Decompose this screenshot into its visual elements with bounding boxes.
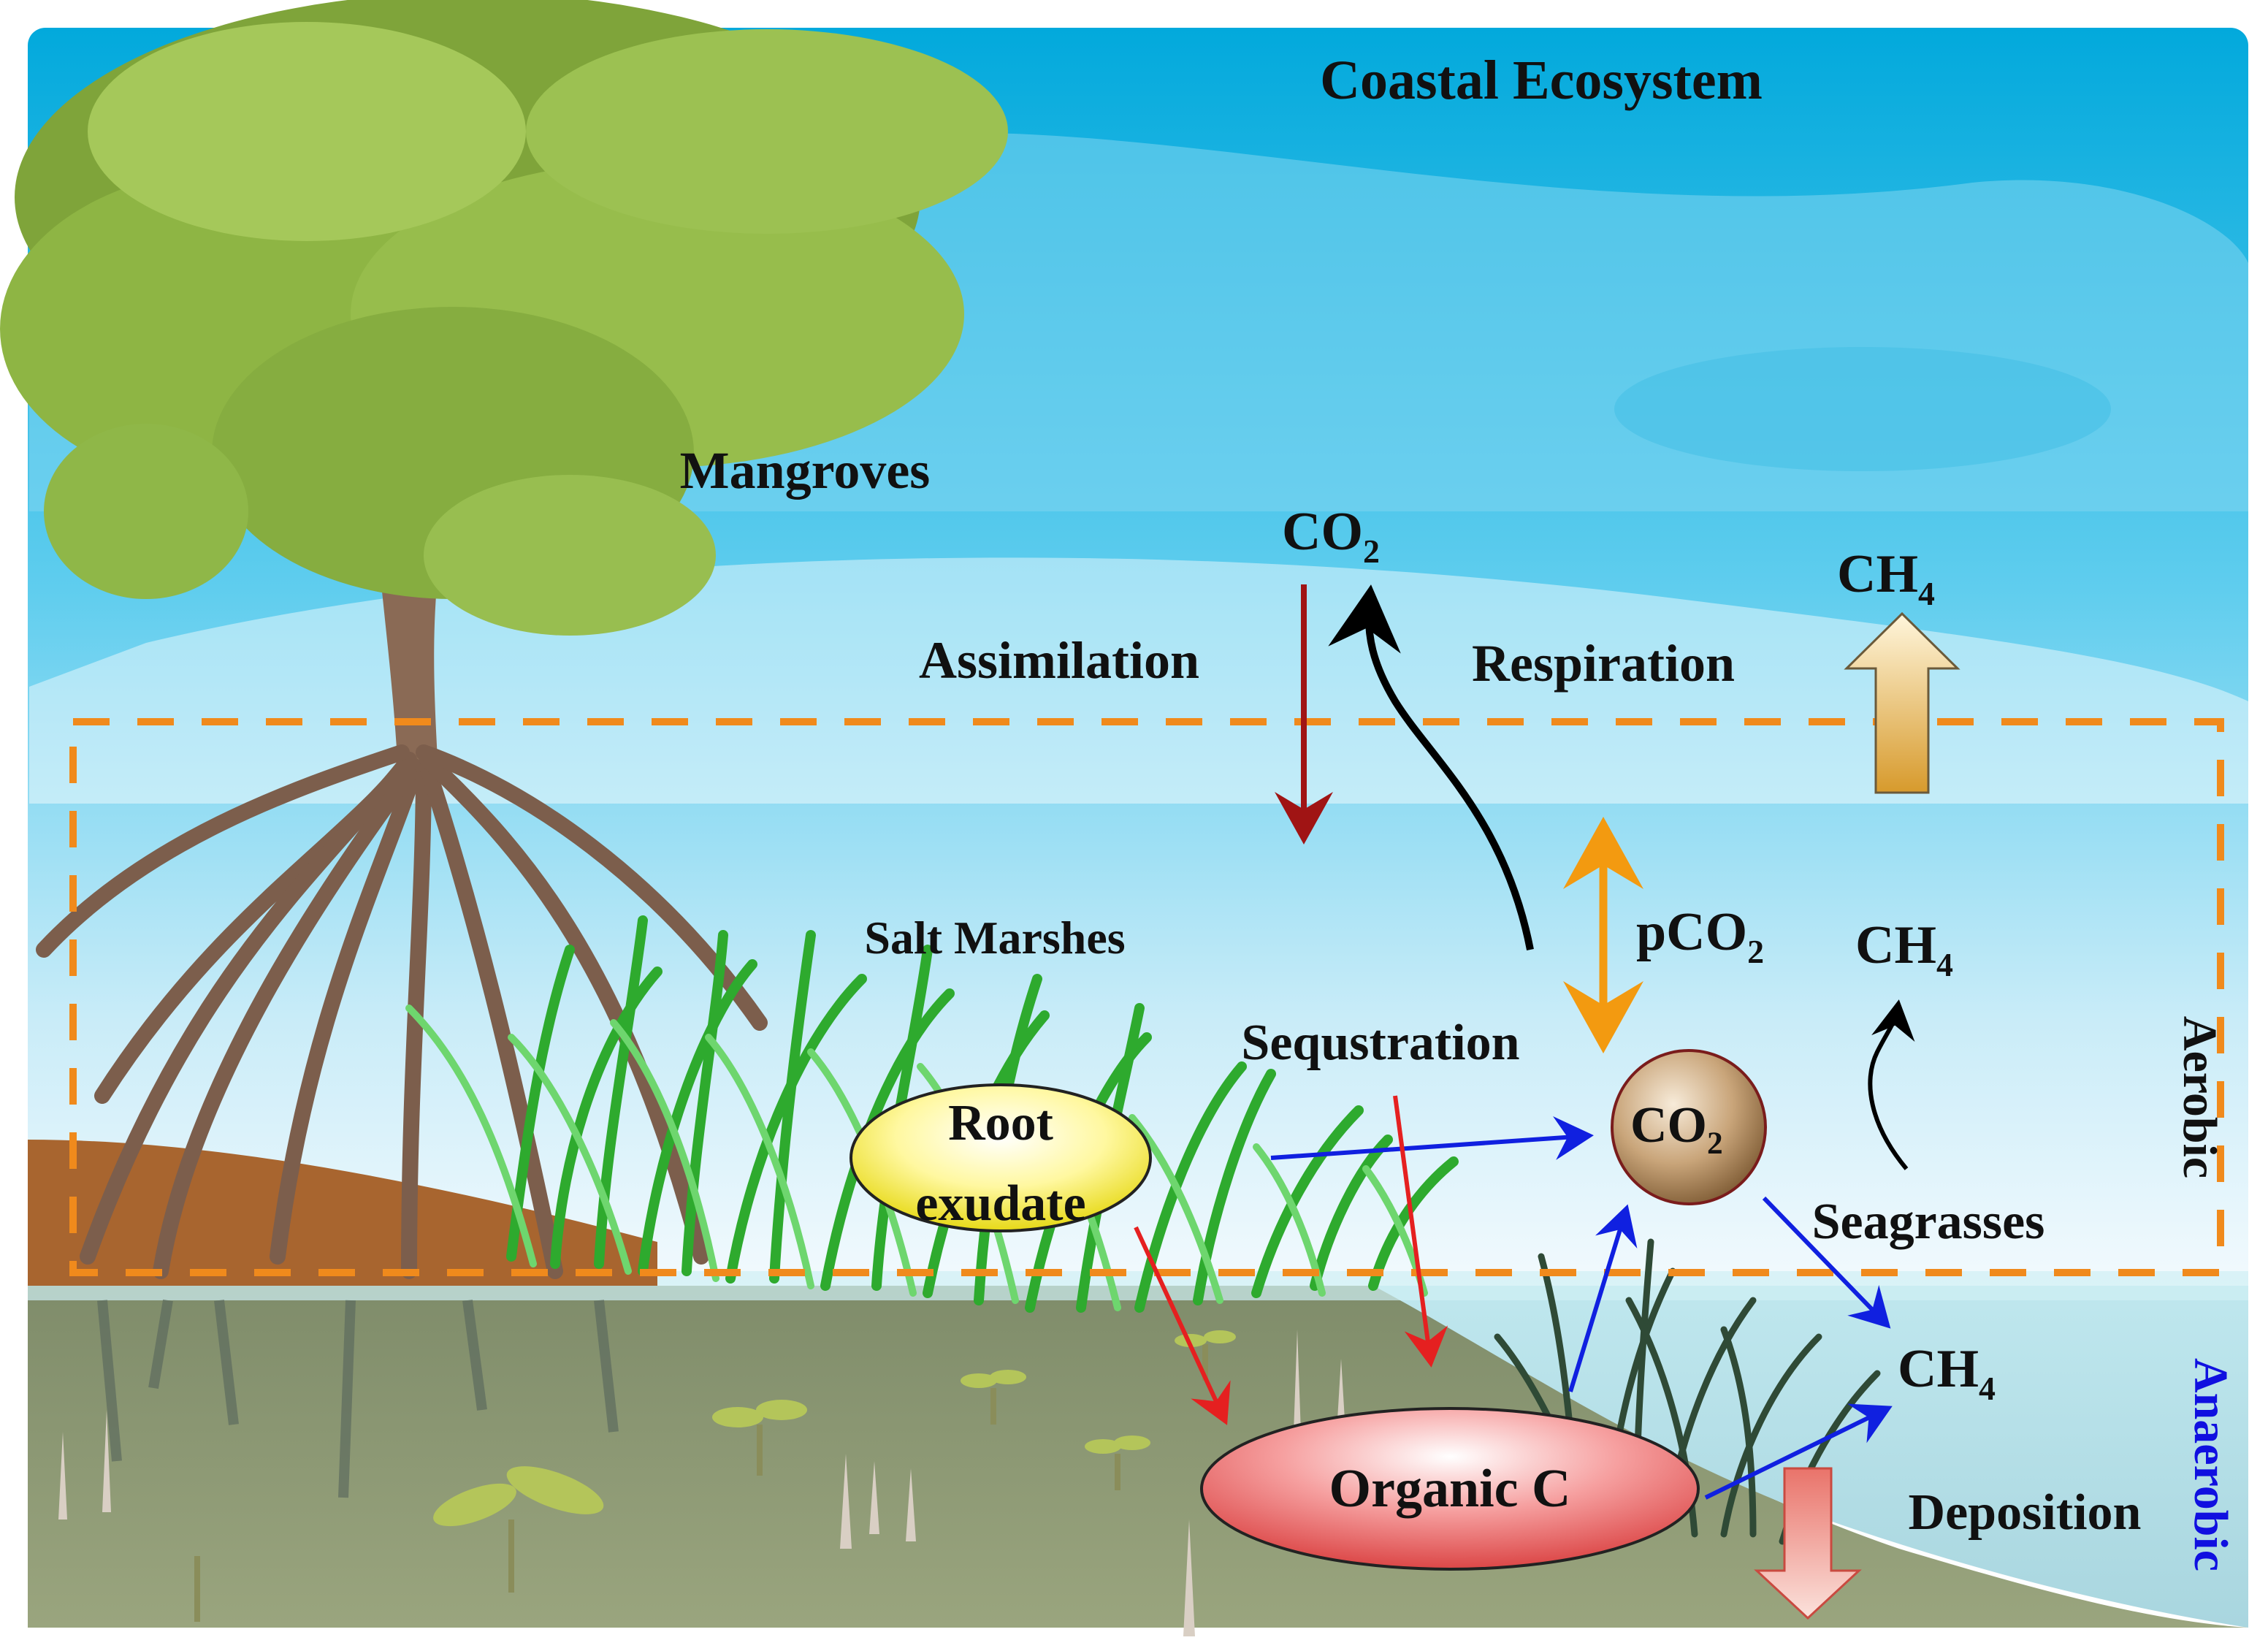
ch4-top-subscript: 4	[1918, 575, 1935, 612]
assimilation-label: Assimilation	[919, 631, 1199, 690]
mangrove-canopy	[0, 0, 1008, 636]
pco2-text: pCO	[1636, 902, 1747, 962]
ch4-emission-arrow	[1868, 999, 1915, 1170]
pco2-label: pCO2	[1636, 902, 1764, 970]
mangrove-tree-icon	[36, 570, 768, 1498]
sequestration-arrow	[1393, 1095, 1448, 1368]
respiration-label: Respiration	[1472, 634, 1735, 693]
aerobic-label: Aerobic	[2173, 1016, 2226, 1178]
salt-marsh-grass	[405, 915, 1459, 1313]
ch4-mid-subscript: 4	[1936, 946, 1953, 983]
diagram-title: Coastal Ecosystem	[1320, 50, 1763, 111]
ch4-bottom-subscript: 4	[1979, 1370, 1996, 1407]
respiration-arrow	[1328, 584, 1534, 950]
co2-bubble	[1611, 1049, 1767, 1205]
sediment-ground	[28, 1286, 2248, 1628]
root-exudate-ellipse	[849, 1083, 1152, 1232]
deposition-block-arrow	[1754, 1467, 1862, 1620]
organic-to-co2-arrow	[1568, 1204, 1638, 1392]
deposition-label: Deposition	[1909, 1484, 2142, 1541]
ch4-bottom-label: CH4	[1898, 1339, 1996, 1407]
anaerobic-label: Anaerobic	[2184, 1358, 2237, 1571]
aerobic-zone-border	[69, 718, 2224, 1276]
organic-c-ellipse	[1200, 1407, 1700, 1571]
co2-top-subscript: 2	[1363, 533, 1380, 570]
root-exudate-label-line2: exudate	[915, 1175, 1085, 1232]
exudate-to-organic-arrow	[1134, 1226, 1231, 1425]
root-exudate-label-line1: Root	[948, 1095, 1053, 1151]
ch4-top-text: CH	[1837, 544, 1918, 604]
ch4-release-block-arrow	[1844, 611, 1960, 794]
ch4-bottom-text: CH	[1898, 1339, 1979, 1399]
co2-bubble-text: CO	[1630, 1097, 1707, 1154]
co2-bubble-subscript: 2	[1707, 1126, 1723, 1161]
co2-top-text: CO	[1282, 502, 1363, 562]
co2-top-label: CO2	[1282, 502, 1380, 570]
co2-to-ch4-arrow	[1762, 1196, 1891, 1329]
shallow-water	[1373, 1286, 2248, 1628]
mangroves-label: Mangroves	[680, 441, 931, 500]
ch4-mid-label: CH4	[1855, 915, 1953, 983]
organic-to-ch4-arrow	[1704, 1403, 1893, 1500]
cloud-patch	[1614, 347, 2111, 471]
ch4-mid-text: CH	[1855, 915, 1936, 975]
pco2-subscript: 2	[1747, 933, 1764, 970]
exudate-to-co2-arrow	[1270, 1116, 1594, 1160]
organic-c-label: Organic C	[1329, 1459, 1571, 1519]
salt-marshes-label: Salt Marshes	[864, 912, 1125, 964]
sequestration-label: Sequstration	[1241, 1015, 1519, 1071]
seedlings	[58, 1330, 1345, 1636]
flux-arrows	[1134, 584, 1915, 1500]
co2-bubble-label: CO2	[1630, 1097, 1723, 1161]
ch4-top-label: CH4	[1837, 544, 1935, 612]
seagrasses-label: Seagrasses	[1812, 1194, 2045, 1250]
